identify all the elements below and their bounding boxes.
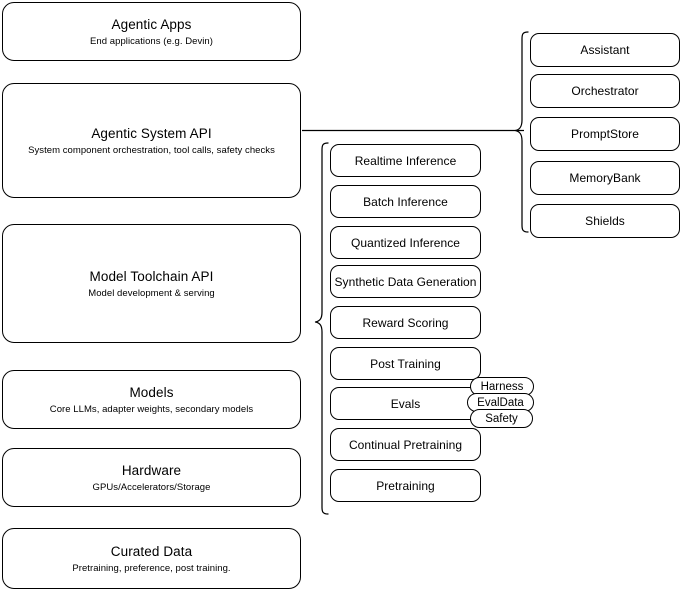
stack-layer-curated-data[interactable]: Curated Data Pretraining, preference, po… <box>2 528 301 589</box>
capability-label: Synthetic Data Generation <box>334 274 477 289</box>
capability-evals[interactable]: Evals <box>330 387 481 420</box>
stack-layer-subtitle: System component orchestration, tool cal… <box>28 144 275 156</box>
stack-layer-title: Model Toolchain API <box>89 268 214 284</box>
system-component-label: Assistant <box>580 43 630 57</box>
capability-pretraining[interactable]: Pretraining <box>330 469 481 502</box>
system-component-label: Orchestrator <box>571 84 639 98</box>
eval-subcomponent-safety[interactable]: Safety <box>470 409 533 428</box>
capability-post-training[interactable]: Post Training <box>330 347 481 380</box>
eval-subcomponent-label: Safety <box>485 412 518 425</box>
stack-layer-hardware[interactable]: Hardware GPUs/Accelerators/Storage <box>2 448 301 507</box>
system-component-label: PromptStore <box>571 127 639 141</box>
stack-layer-model-toolchain-api[interactable]: Model Toolchain API Model development & … <box>2 224 301 343</box>
system-component-shields[interactable]: Shields <box>530 204 680 238</box>
system-component-memorybank[interactable]: MemoryBank <box>530 161 680 195</box>
stack-layer-title: Curated Data <box>110 543 193 559</box>
capability-label: Pretraining <box>376 478 435 493</box>
system-component-label: Shields <box>585 214 625 228</box>
stack-layer-subtitle: GPUs/Accelerators/Storage <box>92 481 211 493</box>
system-components-brace <box>514 31 529 233</box>
capability-synthetic-data-generation[interactable]: Synthetic Data Generation <box>330 265 481 298</box>
stack-layer-subtitle: Pretraining, preference, post training. <box>72 562 231 574</box>
eval-subcomponent-label: Harness <box>480 380 524 393</box>
capability-label: Evals <box>390 396 421 411</box>
eval-subcomponent-label: EvalData <box>477 396 524 409</box>
capability-continual-pretraining[interactable]: Continual Pretraining <box>330 428 481 461</box>
capability-label: Continual Pretraining <box>348 437 463 452</box>
stack-layer-title: Agentic Apps <box>111 16 192 32</box>
capability-label: Realtime Inference <box>354 153 457 168</box>
system-component-promptstore[interactable]: PromptStore <box>530 117 680 151</box>
stack-layer-title: Hardware <box>121 462 182 478</box>
stack-layer-models[interactable]: Models Core LLMs, adapter weights, secon… <box>2 370 301 429</box>
toolchain-capabilities-brace <box>314 142 329 515</box>
capability-label: Quantized Inference <box>350 235 461 250</box>
stack-layer-subtitle: End applications (e.g. Devin) <box>90 35 213 47</box>
stack-layer-title: Models <box>129 384 174 400</box>
capability-quantized-inference[interactable]: Quantized Inference <box>330 226 481 259</box>
system-component-assistant[interactable]: Assistant <box>530 33 680 67</box>
capability-batch-inference[interactable]: Batch Inference <box>330 185 481 218</box>
stack-layer-agentic-system-api[interactable]: Agentic System API System component orch… <box>2 83 301 198</box>
system-component-orchestrator[interactable]: Orchestrator <box>530 74 680 108</box>
capability-label: Reward Scoring <box>362 315 449 330</box>
capability-realtime-inference[interactable]: Realtime Inference <box>330 144 481 177</box>
stack-layer-title: Agentic System API <box>91 125 212 141</box>
stack-layer-subtitle: Core LLMs, adapter weights, secondary mo… <box>49 403 254 415</box>
system-component-label: MemoryBank <box>569 171 641 185</box>
stack-layer-agentic-apps[interactable]: Agentic Apps End applications (e.g. Devi… <box>2 2 301 61</box>
stack-layer-subtitle: Model development & serving <box>88 287 215 299</box>
capability-reward-scoring[interactable]: Reward Scoring <box>330 306 481 339</box>
capability-label: Batch Inference <box>363 194 448 209</box>
capability-label: Post Training <box>370 356 441 371</box>
